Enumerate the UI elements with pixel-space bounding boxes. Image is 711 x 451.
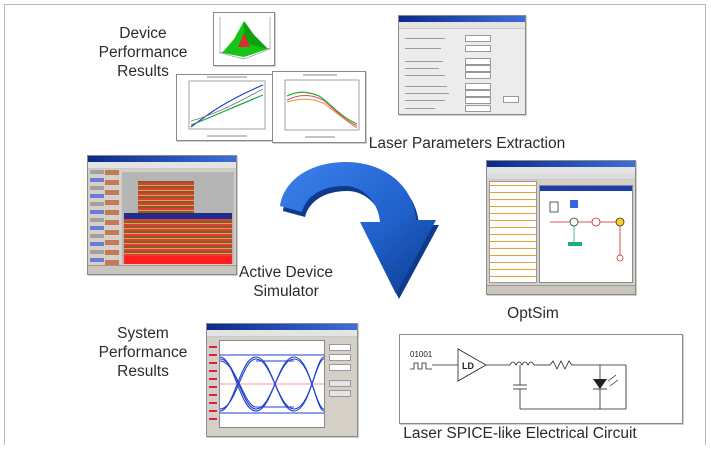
label-spice-circuit: Laser SPICE-like Electrical Circuit: [403, 425, 637, 442]
diagram-frame: [4, 4, 706, 445]
component-palette: [489, 181, 537, 283]
label-laser-params: Laser Parameters Extraction: [368, 135, 566, 152]
device-layers-upper: [138, 181, 194, 213]
toolbar: [399, 22, 525, 29]
surface-plot-screenshot: [213, 12, 275, 66]
input-bits: 01001: [410, 350, 433, 359]
curve-plot-2: [284, 74, 360, 138]
label-optsim: OptSim: [507, 305, 559, 322]
label-active-device-simulator: Active Device Simulator: [239, 264, 333, 300]
schematic-canvas: [539, 185, 633, 283]
surface-plot: [219, 17, 272, 60]
title-bar: [399, 16, 525, 22]
spice-circuit: 01001 LD: [410, 348, 627, 410]
label-system-performance: System Performance Results: [98, 325, 188, 380]
laser-params-dialog-screenshot: [398, 15, 526, 115]
device-simulator-screenshot: [87, 155, 237, 275]
curve-plot-screenshot-2: [272, 71, 366, 143]
eye-diagram-screenshot: [206, 323, 358, 437]
driver-label: LD: [462, 361, 474, 371]
spice-circuit-screenshot: 01001 LD: [399, 334, 683, 424]
curve-plot-screenshot-1: [176, 74, 273, 141]
device-layers-lower: [124, 219, 232, 259]
optsim-screenshot: [486, 160, 636, 295]
label-device-performance: Device Performance Results: [98, 25, 188, 80]
eye-diagram: [220, 354, 324, 414]
eye-diagram-plot: [219, 340, 325, 428]
curve-plot-1: [188, 76, 266, 137]
